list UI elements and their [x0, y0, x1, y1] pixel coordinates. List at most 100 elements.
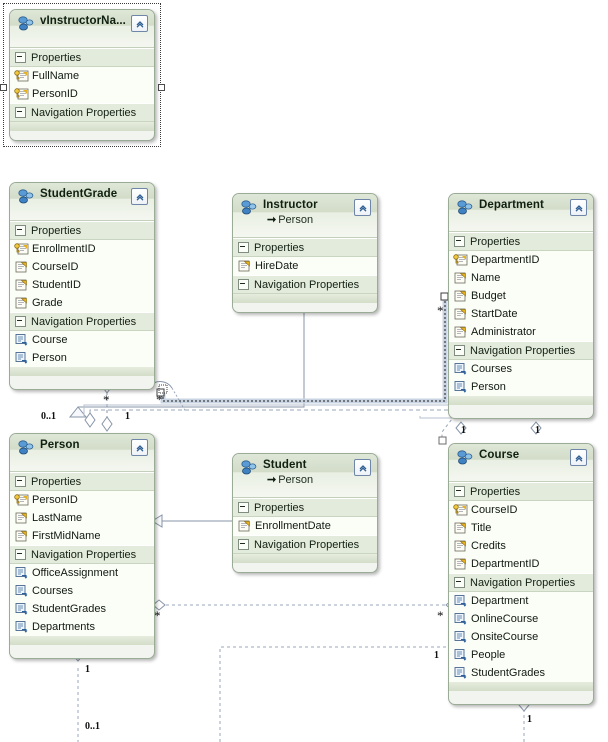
collapse-section-icon[interactable] — [15, 549, 26, 560]
collapse-section-icon[interactable] — [454, 345, 465, 356]
section-header-navigation-properties[interactable]: Navigation Properties — [233, 275, 377, 294]
navigation-property-name: OnsiteCourse — [471, 631, 539, 643]
entity-header[interactable]: Department — [449, 194, 593, 232]
collapse-section-icon[interactable] — [454, 486, 465, 497]
chevron-up-icon[interactable] — [131, 15, 148, 32]
collapse-section-icon[interactable] — [454, 577, 465, 588]
collapse-section-icon[interactable] — [238, 279, 249, 290]
property-row[interactable]: EnrollmentID — [10, 240, 154, 258]
scalar-property-icon — [453, 557, 468, 571]
property-row[interactable]: DepartmentID — [449, 555, 593, 573]
entity-header[interactable]: StudentGrade — [10, 183, 154, 221]
property-row[interactable]: StartDate — [449, 305, 593, 323]
property-row[interactable]: StudentID — [10, 276, 154, 294]
entity-course[interactable]: Course Properties — [448, 443, 594, 705]
property-row[interactable]: CourseID — [10, 258, 154, 276]
entity-title: Department — [479, 199, 544, 211]
navigation-property-row[interactable]: StudentGrades — [449, 664, 593, 682]
entity-department[interactable]: Department Properties — [448, 193, 594, 419]
property-row[interactable]: EnrollmentDate — [233, 517, 377, 535]
collapse-section-icon[interactable] — [238, 242, 249, 253]
property-row[interactable]: PersonID — [10, 85, 154, 103]
property-row[interactable]: HireDate — [233, 257, 377, 275]
navigation-property-row[interactable]: StudentGrades — [10, 600, 154, 618]
navigation-property-icon — [453, 666, 468, 680]
entity-icon — [240, 460, 258, 476]
entity-student[interactable]: Student ➞Person Properties — [232, 453, 378, 573]
property-row[interactable]: LastName — [10, 509, 154, 527]
property-list: EnrollmentID CourseID — [10, 240, 154, 312]
navigation-property-row[interactable]: Courses — [449, 360, 593, 378]
property-row[interactable]: Administrator — [449, 323, 593, 341]
property-row[interactable]: CourseID — [449, 501, 593, 519]
navigation-property-row[interactable]: Department — [449, 592, 593, 610]
navigation-property-row[interactable]: OfficeAssignment — [10, 564, 154, 582]
property-row[interactable]: Credits — [449, 537, 593, 555]
property-row[interactable]: Budget — [449, 287, 593, 305]
section-header-properties[interactable]: Properties — [449, 232, 593, 251]
entity-vinstructornames[interactable]: vInstructorNa... Properties — [9, 9, 155, 141]
section-header-properties[interactable]: Properties — [233, 238, 377, 257]
collapse-section-icon[interactable] — [15, 52, 26, 63]
collapse-section-icon[interactable] — [15, 316, 26, 327]
resize-handle[interactable] — [0, 84, 7, 91]
section-header-properties[interactable]: Properties — [10, 472, 154, 491]
property-name: Administrator — [471, 326, 536, 338]
property-row[interactable]: PersonID — [10, 491, 154, 509]
chevron-up-icon[interactable] — [570, 449, 587, 466]
property-name: StudentID — [32, 279, 81, 291]
navigation-property-name: Courses — [32, 585, 73, 597]
entity-instructor[interactable]: Instructor ➞Person Properties — [232, 193, 378, 313]
entity-header[interactable]: vInstructorNa... — [10, 10, 154, 48]
collapse-section-icon[interactable] — [15, 476, 26, 487]
collapse-section-icon[interactable] — [238, 539, 249, 550]
navigation-property-row[interactable]: OnsiteCourse — [449, 628, 593, 646]
section-header-navigation-properties[interactable]: Navigation Properties — [10, 312, 154, 331]
section-header-properties[interactable]: Properties — [10, 221, 154, 240]
navigation-property-row[interactable]: Course — [10, 331, 154, 349]
chevron-up-icon[interactable] — [570, 199, 587, 216]
section-header-navigation-properties[interactable]: Navigation Properties — [233, 535, 377, 554]
property-row[interactable]: Name — [449, 269, 593, 287]
chevron-up-icon[interactable] — [354, 459, 371, 476]
section-header-properties[interactable]: Properties — [449, 482, 593, 501]
property-row[interactable]: DepartmentID — [449, 251, 593, 269]
property-row[interactable]: Grade — [10, 294, 154, 312]
section-label: Navigation Properties — [254, 538, 360, 551]
entity-header[interactable]: Instructor ➞Person — [233, 194, 377, 238]
entity-studentgrade[interactable]: StudentGrade Properties — [9, 182, 155, 390]
navigation-property-row[interactable]: Person — [449, 378, 593, 396]
collapse-section-icon[interactable] — [15, 107, 26, 118]
navigation-property-name: OnlineCourse — [471, 613, 539, 625]
property-name: EnrollmentDate — [255, 520, 331, 532]
navigation-property-row[interactable]: Person — [10, 349, 154, 367]
section-header-properties[interactable]: Properties — [10, 48, 154, 67]
entity-header[interactable]: Person — [10, 434, 154, 472]
navigation-property-row[interactable]: People — [449, 646, 593, 664]
collapse-section-icon[interactable] — [238, 502, 249, 513]
entity-person[interactable]: Person Properties — [9, 433, 155, 659]
chevron-up-icon[interactable] — [131, 439, 148, 456]
property-row[interactable]: Title — [449, 519, 593, 537]
property-row[interactable]: FullName — [10, 67, 154, 85]
section-header-navigation-properties[interactable]: Navigation Properties — [10, 103, 154, 122]
entity-header[interactable]: Course — [449, 444, 593, 482]
key-property-icon — [14, 69, 29, 83]
property-row[interactable]: FirstMidName — [10, 527, 154, 545]
navigation-property-row[interactable]: Courses — [10, 582, 154, 600]
section-label: Properties — [31, 51, 82, 64]
collapse-section-icon[interactable] — [454, 236, 465, 247]
section-header-navigation-properties[interactable]: Navigation Properties — [449, 341, 593, 360]
section-header-navigation-properties[interactable]: Navigation Properties — [10, 545, 154, 564]
chevron-up-icon[interactable] — [131, 188, 148, 205]
section-header-navigation-properties[interactable]: Navigation Properties — [449, 573, 593, 592]
navigation-property-row[interactable]: Departments — [10, 618, 154, 636]
section-header-properties[interactable]: Properties — [233, 498, 377, 517]
multiplicity-label: 0..1 — [85, 721, 100, 732]
chevron-up-icon[interactable] — [354, 199, 371, 216]
collapse-section-icon[interactable] — [15, 225, 26, 236]
navigation-property-row[interactable]: OnlineCourse — [449, 610, 593, 628]
resize-handle[interactable] — [158, 84, 165, 91]
entity-header[interactable]: Student ➞Person — [233, 454, 377, 498]
